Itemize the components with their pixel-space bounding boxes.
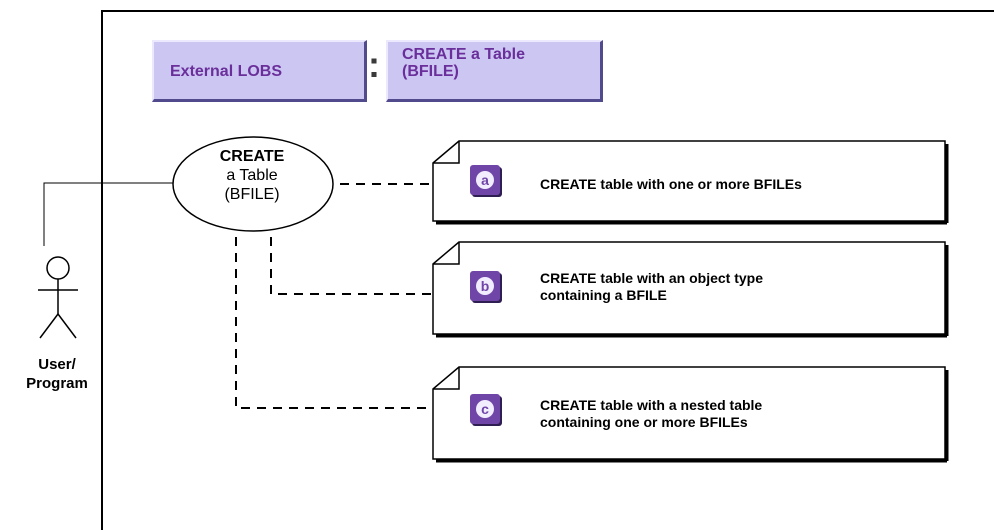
create-table-header-line1: CREATE a Table (402, 46, 525, 63)
use-case-line3: (BFILE) (224, 186, 280, 203)
connector-c (235, 237, 432, 409)
option-a-text: CREATE table with one or more BFILEs (540, 176, 802, 192)
badge-a-icon: a (470, 165, 500, 195)
header-separator: : (368, 44, 380, 85)
diagram-frame (101, 10, 994, 530)
option-b-text-line2: containing a BFILE (540, 287, 667, 303)
option-c-text-line2: containing one or more BFILEs (540, 414, 748, 430)
use-case-title: CREATE (219, 148, 285, 165)
external-lobs-label: External LOBS (170, 63, 283, 80)
note-box-a (432, 140, 949, 225)
note-box-b (432, 241, 949, 338)
use-case-line2: a Table (226, 167, 278, 184)
option-c-text-line1: CREATE table with a nested table (540, 397, 763, 413)
badge-b-letter: b (476, 277, 494, 295)
actor-label-line1: User/ (38, 356, 76, 373)
badge-b-icon: b (470, 271, 500, 301)
create-table-header: CREATE a Table (BFILE) (386, 40, 603, 102)
badge-c-icon: c (470, 394, 500, 424)
option-b-text-line1: CREATE table with an object type (540, 270, 763, 286)
badge-c-letter: c (476, 400, 494, 418)
badge-a-letter: a (476, 171, 494, 189)
use-case-oval (172, 136, 334, 232)
actor-connector-line (43, 182, 175, 246)
create-table-header-line2: (BFILE) (402, 63, 459, 80)
external-lobs-header: External LOBS (152, 40, 367, 102)
diagram-canvas (38, 136, 949, 463)
connector-b (270, 237, 432, 295)
actor-icon (38, 256, 78, 339)
actor-label-line2: Program (26, 375, 88, 392)
note-box-c (432, 366, 949, 463)
